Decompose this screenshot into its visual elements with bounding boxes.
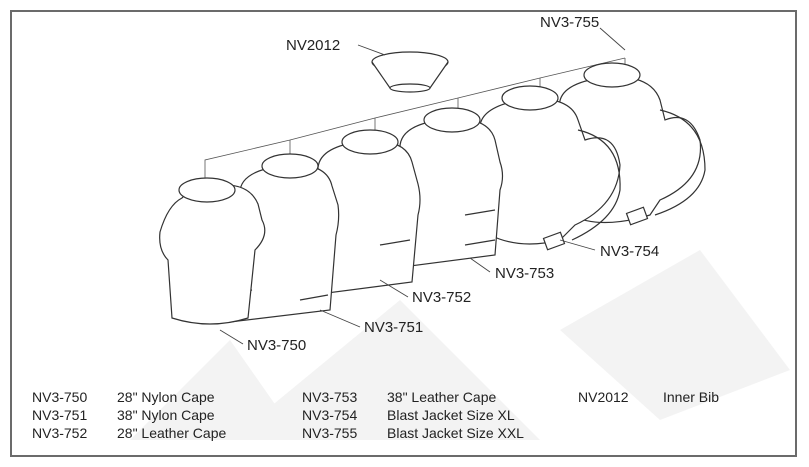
callout-nv3-752: NV3-752 [412, 289, 471, 306]
callout-nv3-754: NV3-754 [600, 243, 659, 260]
legend-desc: Blast Jacket Size XXL [387, 425, 524, 441]
leader-lines [219, 27, 626, 345]
watermark-logo [130, 250, 790, 440]
legend-code: NV3-755 [302, 425, 358, 441]
legend-desc: 28" Leather Cape [117, 425, 227, 441]
callout-nv3-751: NV3-751 [364, 319, 423, 336]
part-nv3-752 [299, 129, 421, 296]
legend-desc: Blast Jacket Size XL [387, 407, 515, 423]
part-nv3-754 [479, 85, 621, 251]
part-nv3-750 [159, 177, 266, 325]
legend-desc: Inner Bib [663, 389, 720, 405]
legend-desc: 28" Nylon Cape [117, 389, 215, 405]
callout-nv2012: NV2012 [286, 37, 340, 54]
inner-bib-part [371, 51, 449, 93]
callout-nv3-753: NV3-753 [495, 265, 554, 282]
legend-code: NV3-750 [32, 389, 88, 405]
legend-desc: 38" Leather Cape [387, 389, 497, 405]
legend-desc: 38" Nylon Cape [117, 407, 215, 423]
part-nv3-753 [391, 107, 504, 269]
callout-nv3-750: NV3-750 [247, 337, 306, 354]
legend-code: NV3-753 [302, 389, 358, 405]
legend-code: NV2012 [578, 389, 629, 405]
legend-code: NV3-752 [32, 425, 88, 441]
callout-nv3-755: NV3-755 [540, 14, 599, 31]
legend-code: NV3-754 [302, 407, 358, 423]
legend-code: NV3-751 [32, 407, 88, 423]
